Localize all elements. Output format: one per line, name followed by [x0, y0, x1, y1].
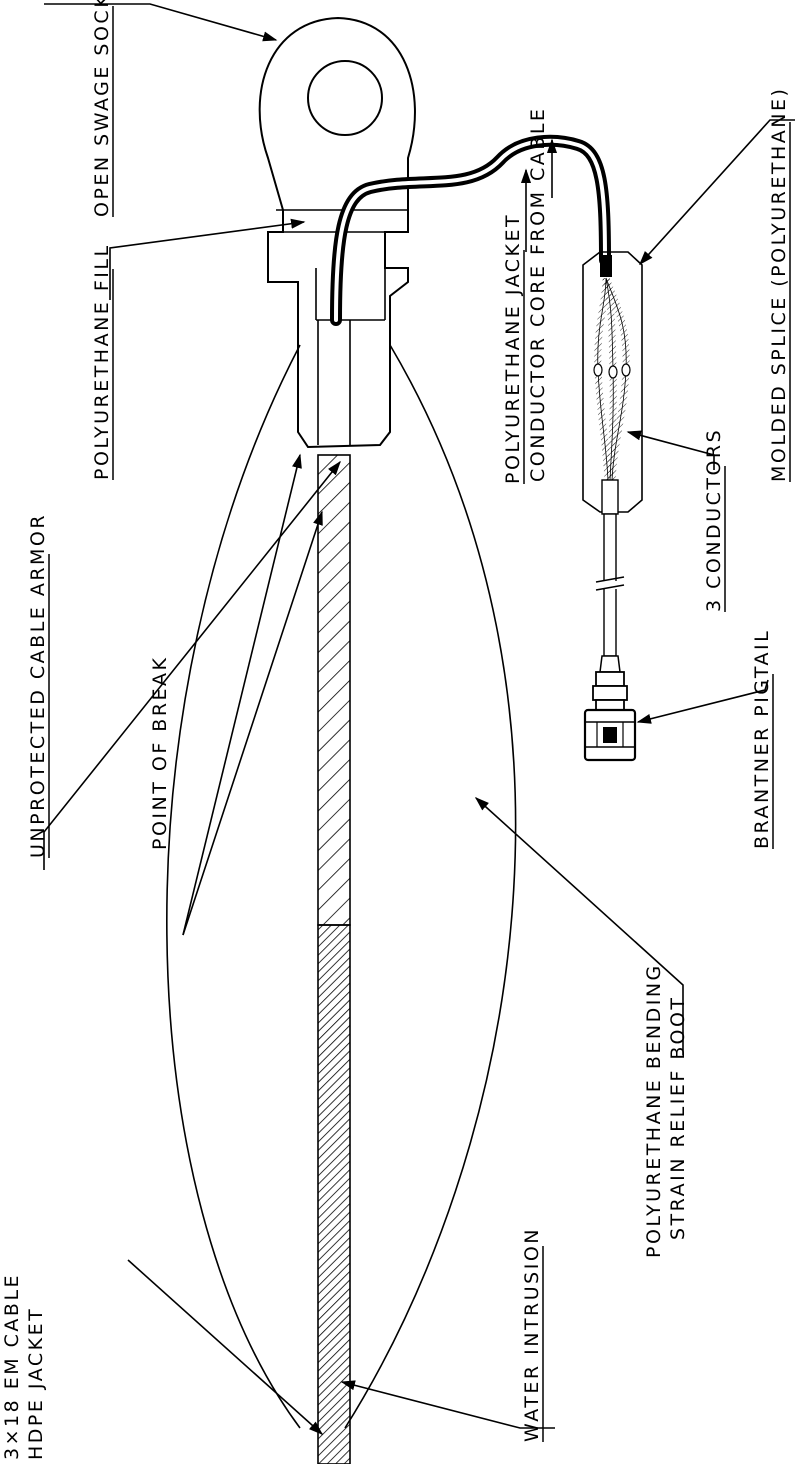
leader-unprotected-armor [43, 460, 341, 870]
leader-polyurethane-fill [109, 218, 306, 300]
label-polyurethane-fill: POLYURETHANE FILL [91, 243, 114, 480]
label-water-intrusion: WATER INTRUSION [521, 1227, 544, 1442]
splice-jacket-stub [600, 255, 612, 277]
svg-text:WATER INTRUSION: WATER INTRUSION [521, 1227, 543, 1442]
strain-relief-boot-outline [166, 344, 517, 1429]
cable-break-symbol [595, 576, 625, 591]
svg-text:HDPE JACKET: HDPE JACKET [25, 1307, 47, 1460]
svg-text:STRAIN RELIEF BOOT: STRAIN RELIEF BOOT [667, 995, 689, 1240]
label-boot-line1: POLYURETHANE BENDING [643, 963, 665, 1258]
svg-text:3×18 EM CABLE: 3×18 EM CABLE [1, 1273, 23, 1460]
label-polyurethane-jacket: POLYURETHANE JACKET [502, 213, 525, 484]
cable-hdpe-jacket-dense [317, 924, 351, 1464]
leader-hdpe-jacket [127, 1259, 324, 1435]
label-brantner-pigtail: BRANTNER PIGTAIL [751, 629, 774, 849]
label-unprotected-cable-armor: UNPROTECTED CABLE ARMOR [27, 513, 50, 858]
leader-break-a [182, 453, 302, 936]
label-three-conductors: 3 CONDUCTORS [703, 428, 726, 612]
leader-brantner-pigtail [636, 679, 769, 724]
conductor-core-outer [330, 134, 611, 326]
svg-text:CONDUCTOR CORE FROM CABLE: CONDUCTOR CORE FROM CABLE [527, 107, 549, 482]
label-conductor-core: CONDUCTOR CORE FROM CABLE [527, 107, 549, 482]
svg-text:OPEN SWAGE SOCKET: OPEN SWAGE SOCKET [91, 0, 113, 217]
label-open-swage-socket: OPEN SWAGE SOCKET [91, 0, 114, 217]
label-cable-line1: 3×18 EM CABLE [1, 1273, 23, 1460]
conductor-core-inner [334, 138, 607, 322]
splice-pigtail-stub [601, 479, 619, 515]
label-point-of-break: POINT OF BREAK [149, 656, 171, 851]
svg-text:POLYURETHANE BENDING: POLYURETHANE BENDING [643, 963, 665, 1258]
leader-open-swage-socket [44, 3, 278, 42]
label-cable-line2: HDPE JACKET [25, 1307, 47, 1460]
svg-text:POLYURETHANE FILL: POLYURETHANE FILL [91, 243, 113, 480]
molded-splice-body [582, 251, 643, 513]
leader-molded-splice [639, 119, 795, 266]
leader-break-b [182, 510, 323, 936]
label-molded-splice: MOLDED SPLICE (POLYURETHANE) [768, 87, 791, 482]
three-conductor-wires [593, 276, 631, 481]
swage-socket-body [258, 16, 416, 449]
label-boot-line2: STRAIN RELIEF BOOT [667, 995, 689, 1240]
svg-text:MOLDED SPLICE (POLYURETHANE): MOLDED SPLICE (POLYURETHANE) [768, 87, 790, 482]
svg-text:UNPROTECTED CABLE ARMOR: UNPROTECTED CABLE ARMOR [27, 513, 49, 858]
leader-strain-relief-boot [474, 797, 684, 1055]
svg-text:3 CONDUCTORS: 3 CONDUCTORS [703, 428, 725, 612]
svg-text:POINT OF BREAK: POINT OF BREAK [149, 656, 171, 851]
pigtail-connector [583, 655, 637, 762]
svg-text:BRANTNER PIGTAIL: BRANTNER PIGTAIL [751, 629, 773, 849]
cable-armor-sparse [317, 454, 351, 926]
svg-text:POLYURETHANE JACKET: POLYURETHANE JACKET [502, 213, 524, 484]
swage-eye-hole [307, 60, 383, 136]
leader-three-conductors [626, 430, 715, 470]
